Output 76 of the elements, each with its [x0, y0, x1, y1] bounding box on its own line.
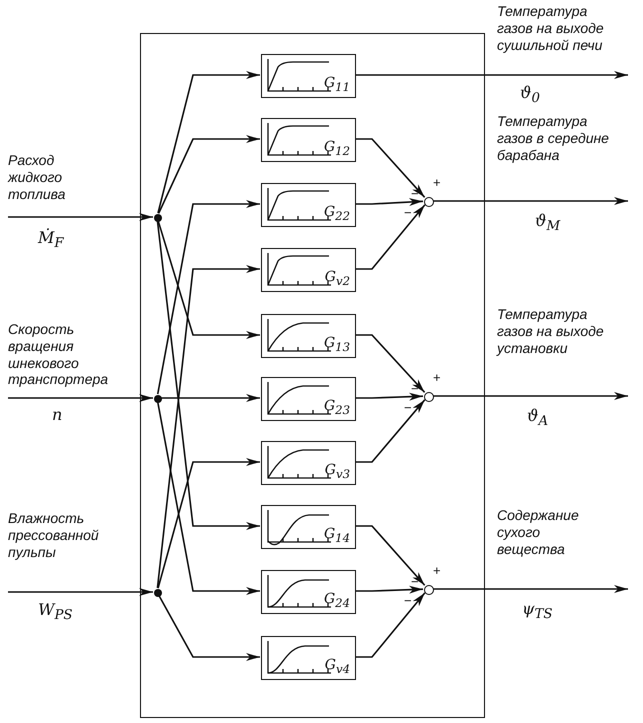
arrow	[8, 394, 153, 402]
arrow	[161, 394, 260, 402]
arrow	[355, 198, 424, 206]
arrow	[156, 265, 260, 588]
branch-point	[154, 214, 162, 222]
variable-symbol: ψ$_{TS}$	[522, 599, 553, 624]
arrow	[157, 458, 260, 588]
transfer-function-label: G$_{v2}$	[324, 270, 350, 287]
transfer-function-label: G$_{22}$	[324, 204, 350, 222]
arrow	[355, 334, 426, 393]
arrow	[355, 392, 424, 401]
arrow	[156, 220, 260, 530]
arrow	[156, 200, 260, 394]
sign-label: −	[411, 382, 419, 395]
transfer-block	[261, 505, 356, 549]
arrow	[355, 204, 426, 270]
sign-label: −	[404, 401, 412, 414]
arrow	[8, 588, 153, 596]
transfer-block	[261, 441, 356, 485]
arrow	[158, 135, 260, 214]
output-signal-label: Температура газов на выходе сушильной печи	[497, 3, 605, 54]
variable-symbol: Ṁ$_{F}$	[38, 228, 64, 252]
transfer-block	[261, 183, 356, 227]
transfer-block	[261, 570, 356, 614]
variable-symbol: W$_{PS}$	[38, 600, 73, 624]
transfer-block	[261, 377, 356, 421]
arrow	[355, 138, 426, 198]
arrow	[157, 71, 260, 214]
transfer-function-label: G$_{v3}$	[324, 462, 350, 480]
summing-junction	[424, 585, 434, 595]
transfer-function-label: G$_{13}$	[324, 336, 350, 353]
output-signal-label: Содержание сухого вещества	[497, 507, 580, 558]
sign-label: +	[433, 371, 441, 384]
transfer-block	[261, 314, 356, 358]
transfer-block	[261, 636, 356, 680]
transfer-function-label: G$_{24}$	[324, 592, 350, 609]
input-signal-label: Расход жидкого топлива	[8, 152, 66, 202]
branch-point	[154, 395, 162, 403]
arrow	[156, 402, 260, 595]
input-signal-label: Влажность прессованной пульпы	[8, 510, 100, 560]
arrow	[355, 586, 424, 594]
arrow	[433, 585, 628, 593]
sign-label: +	[433, 176, 441, 189]
transfer-block	[261, 118, 356, 162]
transfer-function-label: G$_{11}$	[324, 76, 350, 93]
input-signal-label: Скорость вращения шнекового транспортера	[8, 321, 110, 388]
arrow	[355, 525, 426, 586]
output-signal-label: Температура газов в середине барабана	[497, 113, 609, 164]
branch-point	[154, 589, 162, 597]
transfer-function-label: G$_{12}$	[324, 140, 350, 157]
variable-symbol: ϑ$_{M}$	[535, 211, 560, 236]
arrow	[8, 213, 153, 221]
transfer-function-label: G$_{23}$	[324, 398, 350, 416]
arrow	[355, 399, 426, 463]
sign-label: −	[411, 575, 419, 588]
transfer-function-label: G$_{v4}$	[324, 658, 350, 675]
summing-junction	[424, 197, 434, 207]
transfer-block	[261, 54, 356, 98]
variable-symbol: n	[52, 405, 62, 424]
arrow	[355, 71, 628, 79]
transfer-function-label: G$_{14}$	[324, 526, 350, 544]
system-boundary-box	[140, 33, 485, 718]
sign-label: −	[411, 187, 419, 200]
transfer-block	[261, 248, 356, 292]
arrow	[433, 197, 628, 205]
arrow	[157, 220, 260, 339]
sign-label: −	[404, 206, 412, 219]
arrow	[158, 595, 260, 661]
sign-label: +	[433, 564, 441, 577]
variable-symbol: ϑ$_{0}$	[520, 83, 540, 108]
variable-symbol: ϑ$_{A}$	[527, 406, 548, 430]
output-signal-label: Температура газов на выходе установки	[497, 306, 605, 356]
arrow	[355, 592, 426, 658]
sign-label: −	[404, 594, 412, 607]
arrow	[433, 392, 628, 400]
summing-junction	[424, 392, 434, 402]
